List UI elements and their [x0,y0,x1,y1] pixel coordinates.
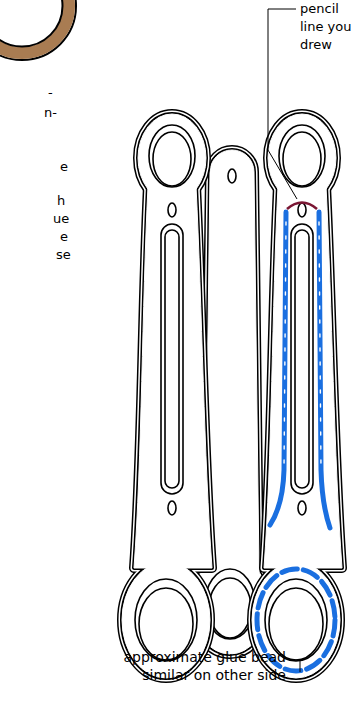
text-fragment: e [60,158,68,176]
glue-bead [257,212,335,671]
pencil-line [287,203,317,210]
text-fragment: se [56,246,71,264]
leader-line [268,9,297,199]
wood-ring [0,0,76,60]
text-fragment: - [48,84,53,102]
text-fragment: h [57,192,65,210]
pencil-callout: pencil line you drew [300,0,356,54]
glue-callout: approximate glue bead similar on other s… [96,648,286,684]
text-fragment: ue [53,210,69,228]
text-fragment: n- [44,104,57,122]
text-fragment: e [60,228,68,246]
left-rod [122,114,212,678]
leader-line [290,660,300,672]
